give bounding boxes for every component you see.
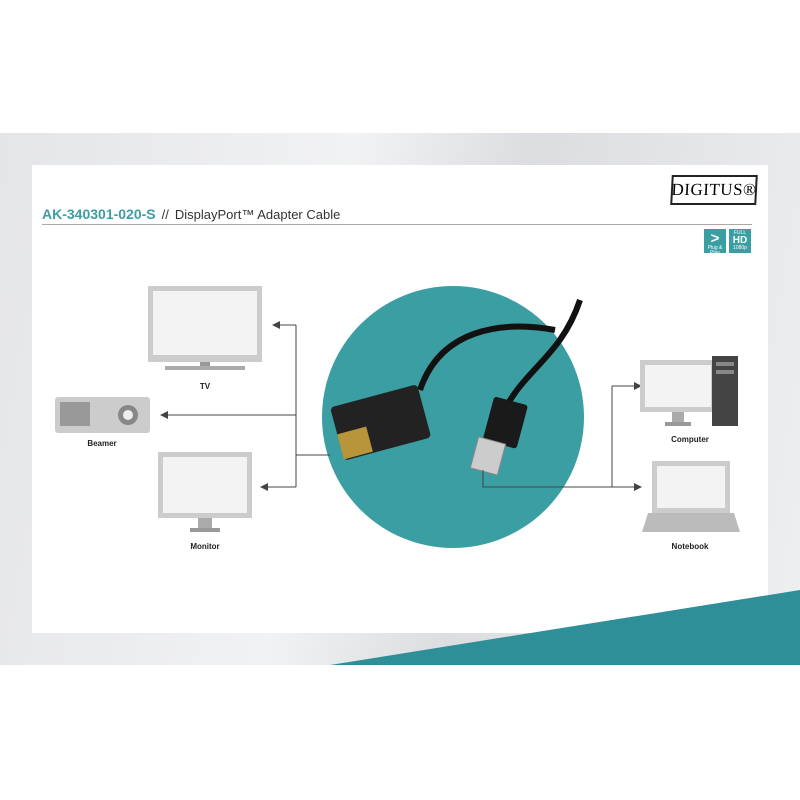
cable-circle <box>322 286 584 548</box>
badge-top: FULL <box>733 230 747 236</box>
teal-stripe <box>330 590 800 665</box>
plug-and-play-icon: > <box>710 230 720 247</box>
badge-bottom: 1080p <box>733 245 747 251</box>
cable-image <box>330 299 583 476</box>
monitor-label: Monitor <box>190 542 220 551</box>
digitus-logo: DIGITUS® <box>670 175 758 205</box>
product-code: AK-340301-020-S <box>42 206 156 222</box>
computer-label: Computer <box>671 435 709 444</box>
monitor-icon <box>158 452 252 532</box>
badge-main: HD <box>732 235 748 246</box>
beamer-icon <box>55 397 150 433</box>
separator: // <box>161 207 169 222</box>
plug-and-play-badge: >Plug & Play <box>704 229 726 256</box>
divider <box>42 224 752 225</box>
brand-text: DIGITUS® <box>671 180 757 199</box>
beamer-label: Beamer <box>87 439 117 448</box>
computer-icon <box>640 356 738 426</box>
tv-icon <box>148 286 262 370</box>
tv-label: TV <box>199 382 211 391</box>
product-name: DisplayPort™ Adapter Cable <box>174 207 341 222</box>
connection-lines <box>164 324 636 488</box>
page-title: AK-340301-020-S // DisplayPort™ Adapter Ca… <box>42 206 340 222</box>
notebook-label: Notebook <box>671 542 709 551</box>
arrowheads <box>160 321 642 491</box>
badge-label: Plug & Play <box>707 245 723 256</box>
notebook-icon <box>642 461 740 532</box>
